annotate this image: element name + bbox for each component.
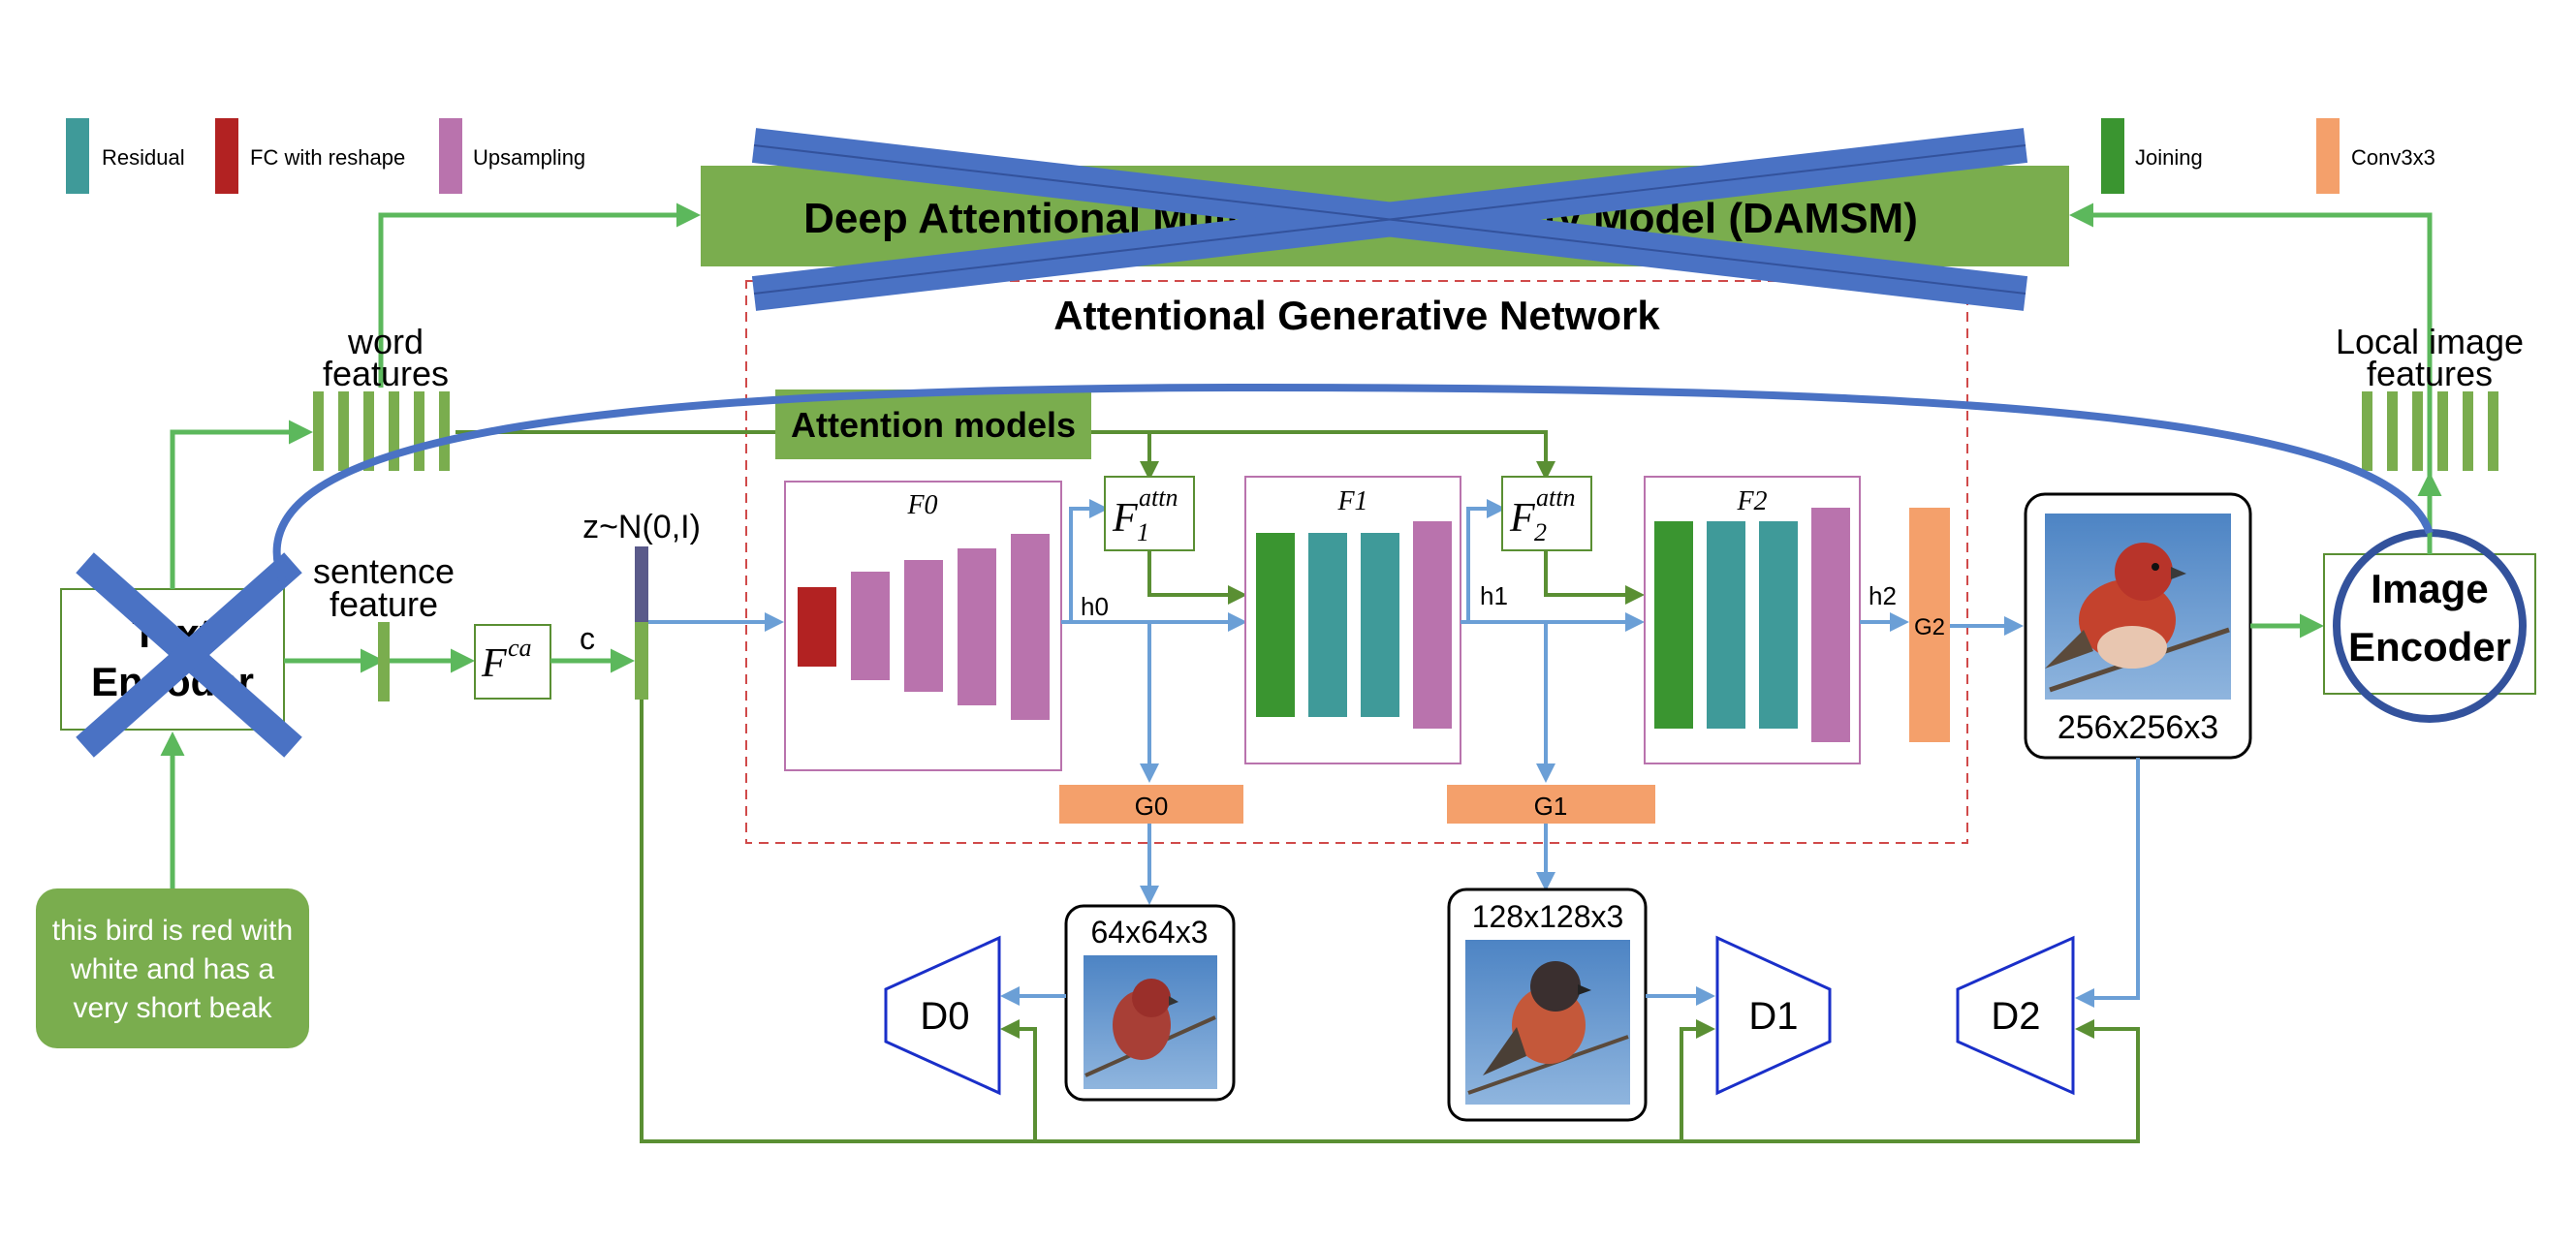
sentence-feature-line2: feature — [330, 584, 438, 624]
fca-box — [474, 624, 551, 700]
word-features-bars — [313, 391, 450, 471]
f1attn-base: F — [1112, 496, 1138, 541]
local-image-features-bars — [2362, 391, 2498, 471]
output-256-label: 256x256x3 — [2058, 709, 2218, 746]
output-64-label: 64x64x3 — [1091, 915, 1209, 950]
f2attn-box — [1501, 476, 1592, 551]
sentence-feature-line1: sentence — [313, 551, 455, 591]
agn-title: Attentional Generative Network — [1053, 293, 1660, 338]
agn-dashed-box — [745, 280, 1968, 844]
attention-models-box — [775, 389, 1091, 459]
f1attn-sup: attn — [1139, 483, 1178, 512]
d0-trapezoid — [884, 935, 1001, 1096]
encoder-connection-curve — [272, 383, 2434, 583]
caption-line1: this bird is red with — [52, 915, 293, 947]
legend-upsampling-swatch — [439, 118, 462, 194]
h1-label: h1 — [1480, 581, 1508, 610]
f2attn-to-f2-arrow — [1544, 550, 1645, 605]
f0-label: F0 — [906, 490, 937, 520]
g0-box — [1059, 785, 1243, 824]
h0-to-f1attn-arrow — [1069, 499, 1109, 622]
bird-image-128 — [1465, 940, 1630, 1105]
legend-fc-label: FC with reshape — [250, 145, 405, 170]
g2-label: G2 — [1914, 614, 1945, 640]
local-image-features-line2: features — [2367, 354, 2493, 393]
c-bar — [635, 622, 648, 700]
f2-layers — [1654, 508, 1850, 742]
f2attn-sup: attn — [1536, 483, 1575, 512]
z-label: z~N(0,I) — [582, 509, 701, 545]
legend-residual-label: Residual — [102, 145, 185, 170]
h2-label: h2 — [1869, 581, 1897, 610]
text-encoder-cross — [76, 552, 302, 758]
caption-line3: very short beak — [73, 992, 272, 1024]
fca-sup: ca — [508, 634, 532, 662]
attention-to-f2attn-arrow — [1091, 430, 1555, 481]
f1-layers — [1256, 521, 1452, 729]
caption-box — [36, 888, 309, 1048]
z-noise-bar — [635, 546, 648, 622]
image-encoder-box — [2323, 553, 2536, 695]
condition-feedback-lines — [640, 700, 2140, 1143]
h1-to-f2attn-arrow — [1466, 499, 1506, 622]
f1-label: F1 — [1336, 486, 1367, 516]
word-features-line2: features — [323, 354, 449, 393]
image-encoder-line2: Encoder — [2348, 624, 2511, 670]
f0-layers — [798, 534, 1050, 720]
g1-box — [1447, 785, 1655, 824]
h0-label: h0 — [1081, 592, 1109, 621]
d2-trapezoid — [1956, 935, 2075, 1096]
legend-conv-label: Conv3x3 — [2351, 145, 2435, 170]
g2-box — [1909, 508, 1950, 742]
legend-conv-swatch — [2316, 118, 2340, 194]
image-to-damsm-arrow — [2069, 202, 2433, 492]
caption-line2: white and has a — [70, 953, 274, 985]
image-encoder-line1: Image — [2371, 566, 2488, 611]
f1attn-sub: 1 — [1137, 518, 1149, 546]
g1-label: G1 — [1534, 792, 1568, 821]
word-to-damsm-arrow — [378, 202, 701, 388]
256-to-d2-arrow — [2075, 758, 2140, 1008]
legend: Residual FC with reshape Upsampling Join… — [66, 118, 2435, 194]
sentence-feature-bar — [378, 622, 390, 701]
damsm-cross — [751, 128, 2028, 311]
bird-image-256 — [2045, 514, 2231, 700]
f2attn-sub: 2 — [1534, 518, 1547, 546]
g0-label: G0 — [1135, 792, 1169, 821]
fca-base: F — [481, 641, 507, 686]
d1-label: D1 — [1748, 995, 1798, 1038]
local-image-features-line1: Local image — [2336, 322, 2524, 361]
d1-trapezoid — [1715, 935, 1832, 1096]
text-encoder-to-word-arrow — [170, 420, 313, 589]
f2-label: F2 — [1736, 486, 1767, 516]
output-128-label: 128x128x3 — [1472, 899, 1624, 934]
legend-joining-label: Joining — [2135, 145, 2203, 170]
legend-fc-swatch — [215, 118, 238, 194]
d2-label: D2 — [1991, 995, 2040, 1038]
legend-residual-swatch — [66, 118, 89, 194]
legend-upsampling-label: Upsampling — [473, 145, 585, 170]
bird-image-64 — [1084, 955, 1217, 1089]
f2attn-base: F — [1509, 496, 1535, 541]
c-label: c — [580, 621, 595, 656]
attention-models-label: Attention models — [791, 405, 1076, 445]
f1attn-to-f1-arrow — [1147, 550, 1247, 605]
word-features-line1: word — [347, 322, 424, 361]
d0-label: D0 — [920, 995, 969, 1038]
legend-joining-swatch — [2101, 118, 2124, 194]
